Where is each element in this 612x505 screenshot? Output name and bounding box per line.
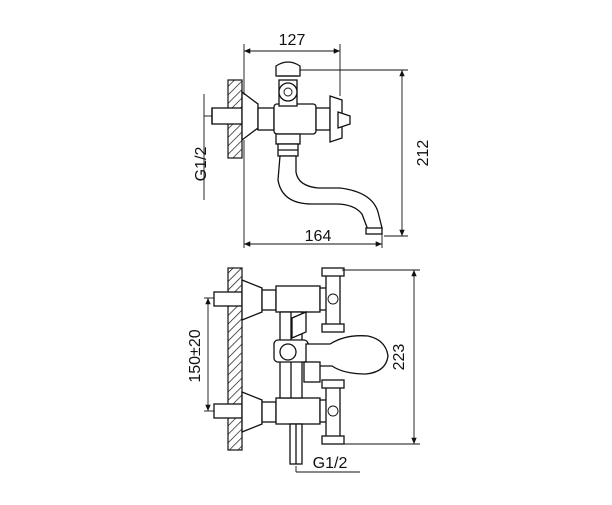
side-shower-outlet xyxy=(275,61,301,107)
side-valve-body xyxy=(273,103,317,135)
front-spout-neck xyxy=(303,361,321,383)
side-view: 127 212 164 G1/2 xyxy=(193,32,432,248)
front-lower-handle xyxy=(319,379,345,445)
front-upper-handle xyxy=(319,267,345,333)
front-lower-inlet xyxy=(213,391,321,433)
side-spout-connector xyxy=(275,133,301,157)
front-view: 150±20 223 G1/2 xyxy=(187,267,420,473)
dim-212: 212 xyxy=(300,69,432,237)
front-thread-label: G1/2 xyxy=(313,455,348,472)
dim-223: 223 xyxy=(342,269,420,445)
side-spout-aerator xyxy=(365,227,383,235)
front-bottom-outlet xyxy=(289,423,303,465)
side-thread-label: G1/2 xyxy=(193,147,210,182)
dim-150: 150±20 xyxy=(187,297,214,412)
side-flange xyxy=(241,90,259,142)
dim-223-label: 223 xyxy=(391,344,408,371)
front-upper-inlet xyxy=(213,279,321,321)
side-spout xyxy=(277,155,383,231)
front-spout xyxy=(305,335,389,375)
dim-150-label: 150±20 xyxy=(187,329,204,382)
dim-127-label: 127 xyxy=(279,32,306,49)
front-thread-callout: G1/2 xyxy=(295,455,360,473)
dim-212-label: 212 xyxy=(415,140,432,167)
dim-164-label: 164 xyxy=(305,228,332,245)
side-thread-callout: G1/2 xyxy=(193,94,212,200)
side-cross-handle xyxy=(315,95,351,143)
side-nut xyxy=(257,107,275,131)
front-center-column xyxy=(273,311,309,399)
side-inlet-pipe xyxy=(211,107,243,125)
dim-164: 164 xyxy=(243,140,383,248)
